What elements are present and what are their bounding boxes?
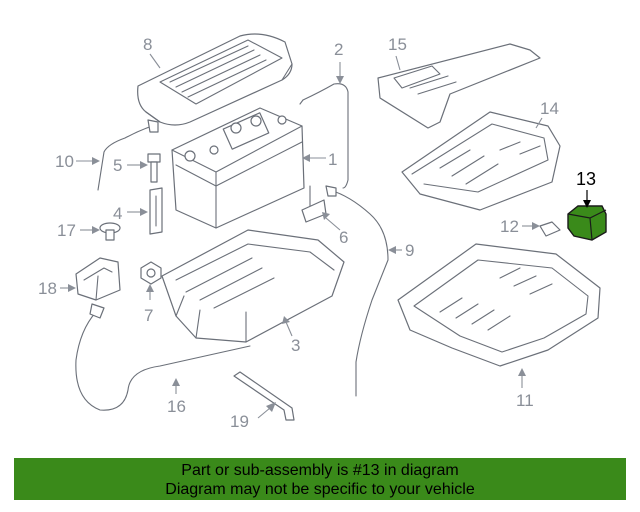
callout-1[interactable]: 1 (302, 150, 337, 169)
part-4-bracket[interactable] (149, 187, 163, 235)
vehicle-fit-banner: Part or sub-assembly is #13 in diagram D… (14, 458, 626, 500)
svg-text:7: 7 (144, 306, 153, 325)
part-2-cable[interactable] (299, 83, 349, 189)
svg-text:14: 14 (540, 99, 559, 118)
part-12-clip[interactable] (539, 221, 561, 237)
part-10-cable[interactable] (97, 119, 159, 191)
svg-text:15: 15 (388, 35, 407, 54)
callout-18[interactable]: 18 (38, 279, 76, 298)
svg-text:1: 1 (328, 150, 337, 169)
svg-text:8: 8 (143, 35, 152, 54)
part-8-battery-cover[interactable] (137, 33, 293, 126)
callout-11[interactable]: 11 (516, 368, 534, 410)
callout-16[interactable]: 16 (167, 378, 186, 416)
svg-text:9: 9 (405, 241, 414, 260)
part-15-cover[interactable] (377, 43, 541, 129)
callout-7[interactable]: 7 (144, 284, 154, 325)
part-5-bolt[interactable] (147, 153, 161, 183)
part-1-battery[interactable] (171, 107, 305, 229)
part-14-fuse-box[interactable] (401, 111, 561, 211)
callout-14[interactable]: 14 (535, 99, 559, 129)
callout-15[interactable]: 15 (388, 35, 407, 71)
svg-text:17: 17 (57, 221, 76, 240)
part-19-strap[interactable] (233, 371, 295, 421)
callout-2[interactable]: 2 (334, 40, 344, 84)
svg-text:11: 11 (516, 391, 534, 410)
callout-5[interactable]: 5 (113, 156, 148, 175)
svg-text:12: 12 (500, 217, 519, 236)
callout-19[interactable]: 19 (230, 402, 276, 431)
svg-text:18: 18 (38, 279, 57, 298)
callout-9[interactable]: 9 (388, 241, 414, 260)
svg-text:16: 16 (167, 397, 186, 416)
part-18-terminal[interactable] (75, 257, 121, 301)
svg-text:3: 3 (291, 336, 300, 355)
callout-6[interactable]: 6 (322, 212, 348, 247)
part-6-bracket[interactable] (301, 185, 327, 223)
svg-text:19: 19 (230, 412, 249, 431)
callout-4[interactable]: 4 (113, 204, 148, 223)
callout-17[interactable]: 17 (57, 221, 100, 240)
svg-text:5: 5 (113, 156, 122, 175)
parts-diagram: 8 2 1 10 5 (38, 33, 607, 431)
callout-8[interactable]: 8 (143, 35, 161, 69)
callout-3[interactable]: 3 (282, 316, 300, 355)
svg-text:6: 6 (339, 228, 348, 247)
callout-13[interactable]: 13 (576, 169, 596, 208)
part-11-fuse-box-base[interactable] (397, 243, 601, 367)
svg-text:2: 2 (334, 40, 343, 59)
callout-10[interactable]: 10 (55, 152, 100, 171)
svg-text:10: 10 (55, 152, 74, 171)
part-16-cable[interactable] (75, 303, 251, 411)
banner-line-2: Diagram may not be specific to your vehi… (165, 481, 475, 498)
svg-text:4: 4 (113, 204, 122, 223)
part-13-relay[interactable] (567, 205, 607, 241)
svg-text:13: 13 (576, 169, 596, 189)
part-17-clip[interactable] (99, 222, 121, 241)
part-3-battery-tray[interactable] (161, 229, 345, 343)
banner-line-1: Part or sub-assembly is #13 in diagram (181, 462, 459, 479)
callout-12[interactable]: 12 (500, 217, 540, 236)
part-9-cable[interactable] (325, 185, 389, 397)
part-7-nut[interactable] (140, 261, 162, 285)
